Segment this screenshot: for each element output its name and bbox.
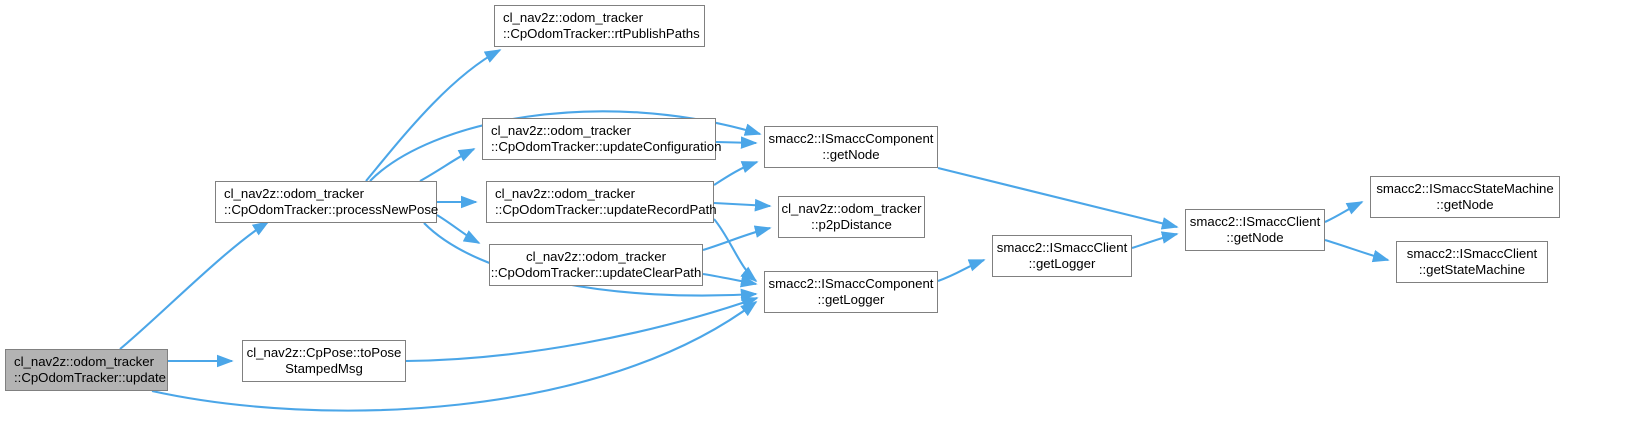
graph-node-update[interactable]: cl_nav2z::odom_tracker::CpOdomTracker::u… [5, 349, 168, 391]
graph-node-label-line1: cl_nav2z::CpPose::toPose [246, 345, 402, 360]
call-edge-clientGetNode-to-stateMachineGetNode [1324, 201, 1364, 223]
call-edge-updateRecordPath-to-componentGetLogger [713, 218, 758, 283]
call-edge-processNewPose-to-rtPublishPaths [365, 49, 502, 182]
graph-node-label-line1: smacc2::ISmaccStateMachine [1376, 181, 1554, 196]
graph-node-clientGetLogger[interactable]: smacc2::ISmaccClient::getLogger [992, 235, 1132, 277]
graph-node-label-line2: ::getNode [1226, 230, 1284, 245]
graph-node-label-line1: cl_nav2z::odom_tracker [781, 201, 922, 216]
graph-node-label-line2: ::p2pDistance [811, 217, 892, 232]
call-edge-toPoseStampedMsg-to-componentGetLogger [405, 296, 759, 363]
call-edge-updateConfiguration-to-componentGetNode [715, 136, 758, 149]
graph-node-label-line1: cl_nav2z::odom_tracker [495, 186, 636, 201]
graph-node-label-line1: cl_nav2z::odom_tracker [224, 186, 365, 201]
graph-node-label-line2: ::CpOdomTracker::rtPublishPaths [503, 26, 700, 41]
graph-node-label-line1: cl_nav2z::odom_tracker [14, 354, 155, 369]
graph-node-label-line2: ::CpOdomTracker::processNewPose [224, 202, 439, 217]
graph-node-updateRecordPath[interactable]: cl_nav2z::odom_tracker::CpOdomTracker::u… [486, 181, 717, 223]
call-edge-processNewPose-to-updateConfiguration [419, 148, 476, 182]
call-edge-componentGetNode-to-clientGetNode [937, 166, 1179, 230]
call-edge-updateClearPath-to-componentGetLogger [702, 272, 758, 288]
graph-node-updateClearPath[interactable]: cl_nav2z::odom_tracker::CpOdomTracker::u… [489, 244, 703, 286]
graph-node-label-line1: cl_nav2z::odom_tracker [503, 10, 644, 25]
call-edge-updateClearPath-to-p2pDistance [702, 225, 772, 252]
graph-node-label-line2: ::getNode [1436, 197, 1494, 212]
graph-node-label-line2: ::CpOdomTracker::updateClearPath [490, 265, 702, 280]
graph-node-label-line1: cl_nav2z::odom_tracker [525, 249, 666, 264]
graph-node-label-line1: smacc2::ISmaccComponent [768, 131, 934, 146]
call-edge-update-to-processNewPose [119, 221, 270, 350]
graph-node-label-line2: ::CpOdomTracker::update [14, 370, 166, 385]
graph-node-label-line2: ::getLogger [1028, 256, 1096, 271]
graph-node-label-line1: smacc2::ISmaccClient [1406, 246, 1538, 261]
graph-node-label-line2: ::CpOdomTracker::updateRecordPath [495, 202, 717, 217]
graph-node-label-line2: ::getNode [822, 147, 880, 162]
graph-node-label-line2: ::getStateMachine [1418, 262, 1526, 277]
graph-node-label-line2: ::getLogger [817, 292, 885, 307]
graph-node-label-line2: StampedMsg [285, 361, 363, 376]
call-edge-processNewPose-to-updateClearPath [436, 214, 481, 244]
graph-node-label-line1: smacc2::ISmaccClient [1189, 214, 1321, 229]
graph-node-rtPublishPaths[interactable]: cl_nav2z::odom_tracker::CpOdomTracker::r… [494, 5, 705, 47]
graph-node-updateConfiguration[interactable]: cl_nav2z::odom_tracker::CpOdomTracker::u… [482, 118, 721, 160]
graph-node-p2pDistance[interactable]: cl_nav2z::odom_tracker::p2pDistance [778, 196, 925, 238]
graph-node-label-line1: cl_nav2z::odom_tracker [491, 123, 632, 138]
graph-node-componentGetNode[interactable]: smacc2::ISmaccComponent::getNode [764, 126, 938, 168]
call-edge-clientGetNode-to-clientGetStateMachine [1324, 238, 1390, 263]
graph-node-clientGetStateMachine[interactable]: smacc2::ISmaccClient::getStateMachine [1396, 241, 1548, 283]
call-edge-updateRecordPath-to-p2pDistance [713, 198, 772, 212]
call-edge-componentGetLogger-to-clientGetLogger [937, 259, 986, 282]
graph-node-clientGetNode[interactable]: smacc2::ISmaccClient::getNode [1185, 209, 1325, 251]
graph-node-label-line1: smacc2::ISmaccClient [996, 240, 1128, 255]
graph-node-label-line1: smacc2::ISmaccComponent [768, 276, 934, 291]
graph-node-processNewPose[interactable]: cl_nav2z::odom_tracker::CpOdomTracker::p… [215, 181, 439, 223]
call-edge-clientGetLogger-to-clientGetNode [1131, 231, 1179, 250]
graph-node-label-line2: ::CpOdomTracker::updateConfiguration [491, 139, 722, 154]
graph-node-componentGetLogger[interactable]: smacc2::ISmaccComponent::getLogger [764, 271, 938, 313]
graph-node-stateMachineGetNode[interactable]: smacc2::ISmaccStateMachine::getNode [1370, 176, 1560, 218]
call-edge-updateRecordPath-to-componentGetNode [713, 161, 759, 186]
